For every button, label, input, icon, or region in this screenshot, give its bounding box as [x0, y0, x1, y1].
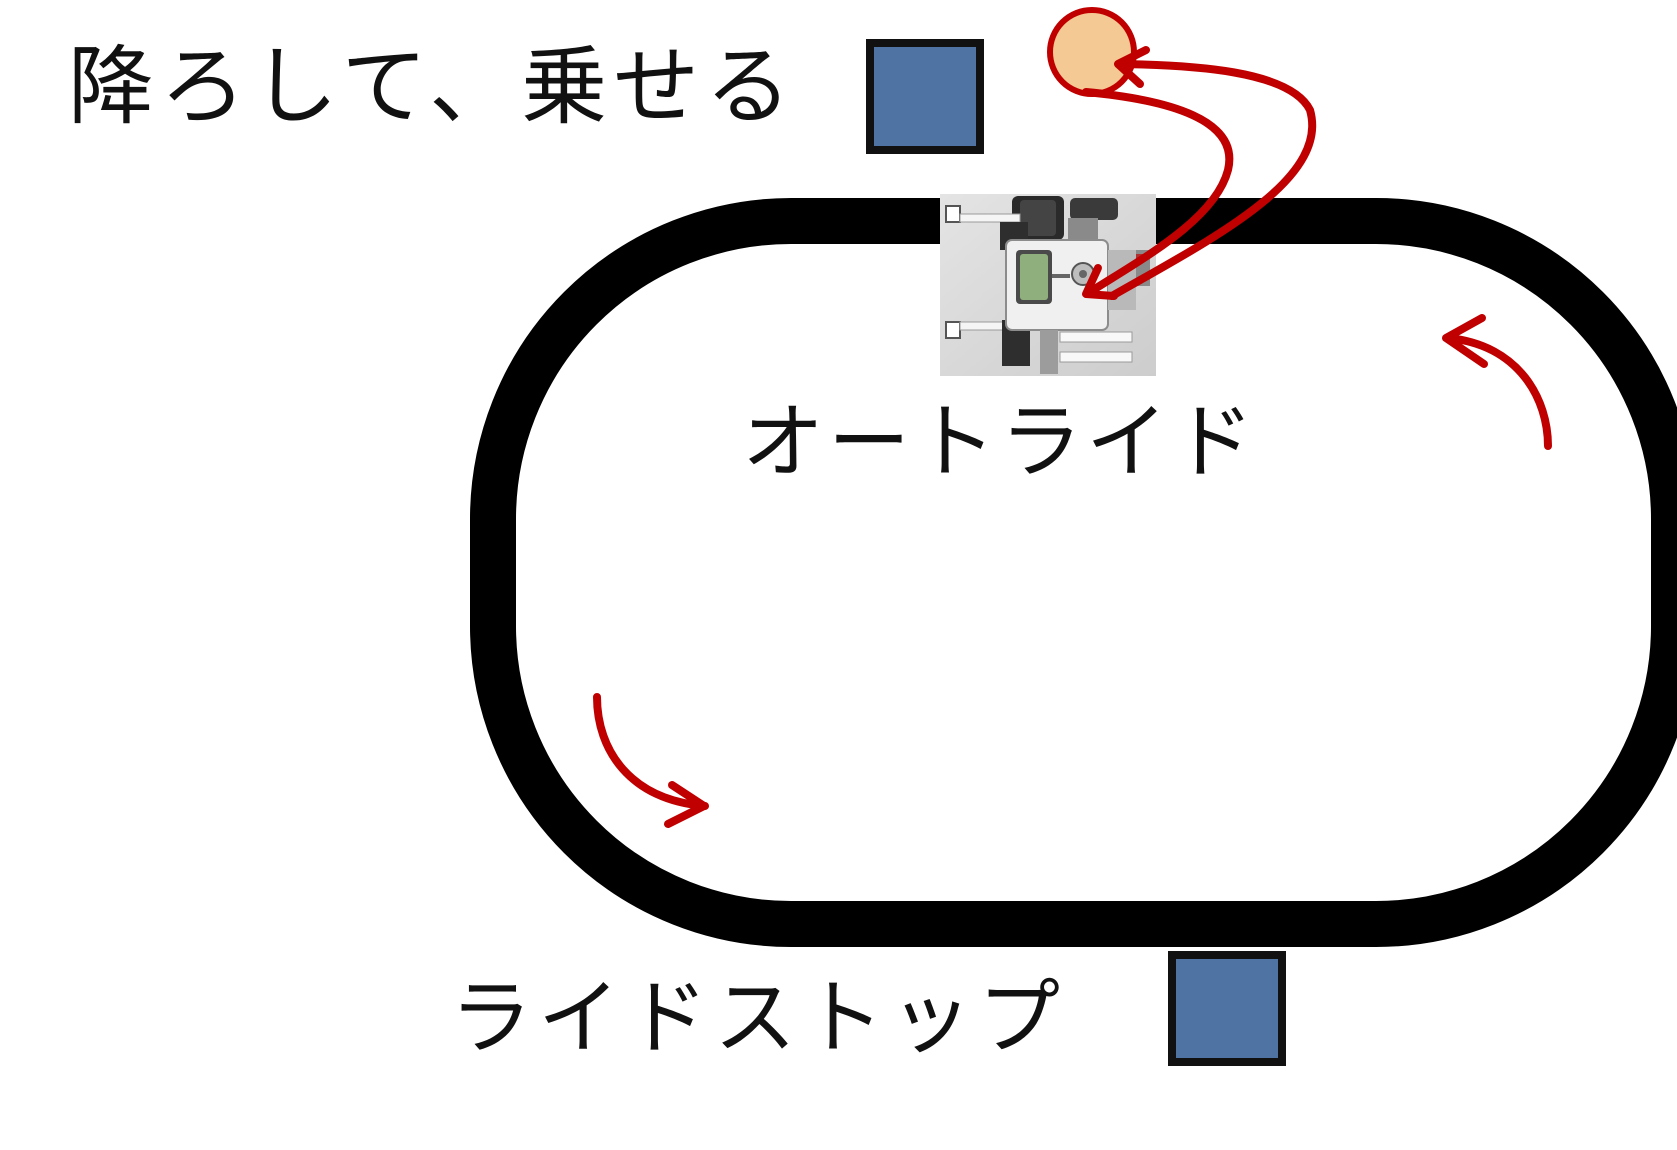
direction-arrow-left-head — [664, 781, 708, 828]
passenger-circle-icon — [1047, 7, 1137, 97]
ride-stop-label: ライドストップ — [450, 971, 1067, 1066]
dropoff-arrowhead — [1082, 264, 1118, 300]
transfer-arrows — [1082, 46, 1317, 300]
direction-arrow-left — [593, 693, 709, 810]
direction-arrow-right-head — [1442, 314, 1488, 368]
board-arrow — [1108, 60, 1317, 300]
auto-ride-label: オートライド — [742, 395, 1259, 490]
stop-square-icon — [866, 39, 984, 154]
board-arrowhead — [1114, 46, 1150, 88]
direction-arrow-right — [1444, 334, 1552, 450]
direction-arrows — [593, 314, 1552, 828]
robot-vehicle-icon — [940, 194, 1156, 376]
dropoff-arrow — [1082, 88, 1234, 296]
stop-square-icon — [1168, 951, 1286, 1066]
drop-off-and-board-label: 降ろして、乗せる — [68, 37, 798, 137]
